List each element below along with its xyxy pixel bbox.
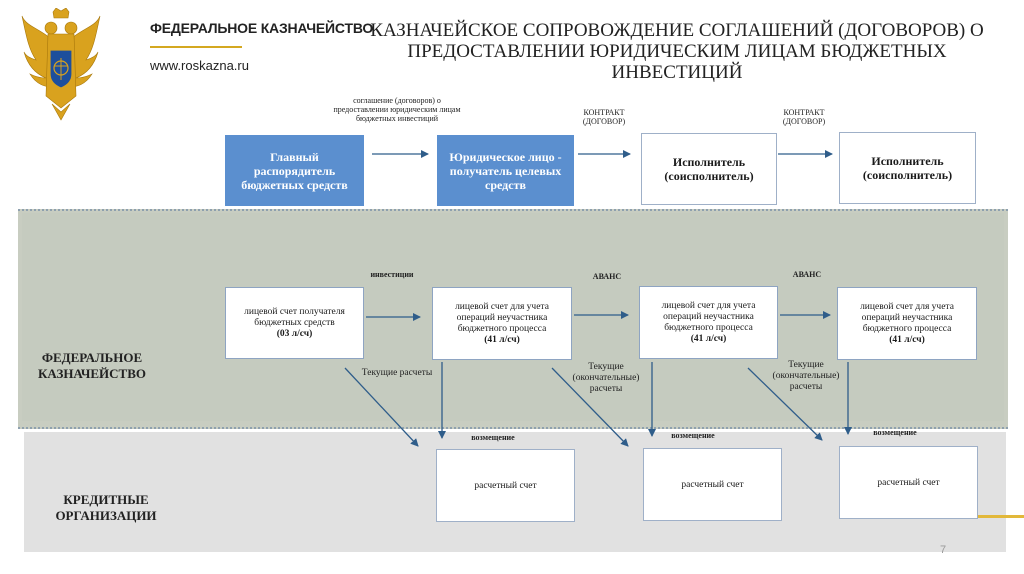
current-settlements-label-1: Текущие расчеты bbox=[361, 368, 433, 378]
account-box-41-3-code: (41 л/сч) bbox=[889, 334, 925, 345]
account-box-41-2-code: (41 л/сч) bbox=[690, 333, 727, 344]
advance-label-1: АВАНС bbox=[592, 272, 622, 281]
emblem-logo bbox=[21, 8, 101, 121]
account-box-41-2: лицевой счет для учета операций неучастн… bbox=[639, 286, 778, 359]
account-box-41-3-text: лицевой счет для учета операций неучастн… bbox=[860, 301, 954, 334]
org-name: ФЕДЕРАЛЬНОЕ КАЗНАЧЕЙСТВО bbox=[150, 20, 374, 36]
account-box-41-1-text: лицевой счет для учета операций неучастн… bbox=[455, 301, 549, 334]
investments-label: инвестиции bbox=[370, 270, 414, 279]
account-box-41-1: лицевой счет для учета операций неучастн… bbox=[432, 287, 572, 360]
contract-label-1: КОНТРАКТ (ДОГОВОР) bbox=[582, 108, 626, 126]
current-settlements-label-2: Текущие (окончательные) расчеты bbox=[572, 362, 640, 394]
agreement-label: соглашение (договоров) о предоставлении … bbox=[333, 96, 461, 123]
website-link[interactable]: www.roskazna.ru bbox=[150, 58, 249, 73]
account-box-41-2-text: лицевой счет для учета операций неучастн… bbox=[661, 300, 756, 333]
page-number: 7 bbox=[940, 544, 947, 556]
contractor-box-1: Исполнитель (соисполнитель) bbox=[641, 133, 777, 205]
gold-accent-line bbox=[978, 515, 1024, 518]
account-box-41-3: лицевой счет для учета операций неучастн… bbox=[837, 287, 977, 360]
contractor-box-2: Исполнитель (соисполнитель) bbox=[839, 132, 976, 204]
arrow-diagonal-1 bbox=[344, 367, 419, 447]
header-divider bbox=[150, 46, 242, 48]
settlement-account-box-3: расчетный счет bbox=[839, 446, 978, 519]
advance-label-2: АВАНС bbox=[792, 270, 822, 279]
reimbursement-label-3: возмещение bbox=[873, 428, 917, 437]
account-box-03: лицевой счет получателя бюджетных средст… bbox=[225, 287, 364, 359]
legal-entity-recipient-box: Юридическое лицо - получатель целевых ср… bbox=[437, 135, 574, 206]
settlement-account-box-2: расчетный счет bbox=[643, 448, 782, 521]
page-title: КАЗНАЧЕЙСКОЕ СОПРОВОЖДЕНИЕ СОГЛАШЕНИЙ (Д… bbox=[370, 20, 984, 83]
settlement-account-box-1: расчетный счет bbox=[436, 449, 575, 522]
arrow-diagonal-3 bbox=[747, 367, 823, 441]
main-budget-manager-box: Главный распорядитель бюджетных средств bbox=[225, 135, 364, 206]
current-settlements-label-3: Текущие (окончательные) расчеты bbox=[772, 360, 840, 392]
arrow-diagonal-2 bbox=[551, 367, 629, 447]
reimbursement-label-1: возмещение bbox=[471, 433, 515, 442]
contract-label-2: КОНТРАКТ (ДОГОВОР) bbox=[782, 108, 826, 126]
federal-treasury-label: ФЕДЕРАЛЬНОЕ КАЗНАЧЕЙСТВО bbox=[37, 350, 147, 381]
account-box-03-code: (03 л/сч) bbox=[276, 328, 313, 339]
account-box-41-1-code: (41 л/сч) bbox=[484, 334, 520, 345]
credit-organizations-label: КРЕДИТНЫЕ ОРГАНИЗАЦИИ bbox=[55, 492, 157, 523]
reimbursement-label-2: возмещение bbox=[671, 431, 715, 440]
account-box-03-text: лицевой счет получателя бюджетных средст… bbox=[244, 306, 345, 328]
